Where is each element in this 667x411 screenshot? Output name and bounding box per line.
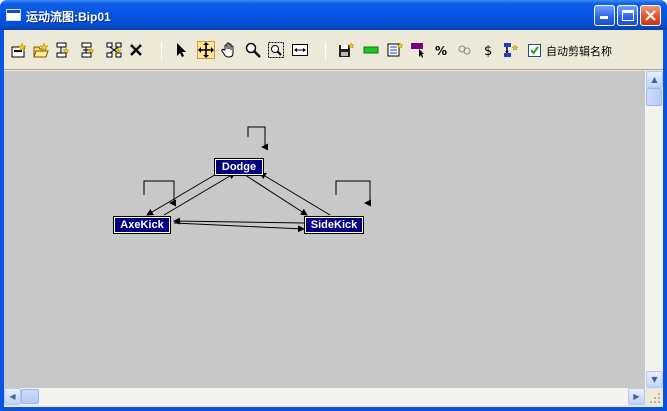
random-icon[interactable] [456, 41, 474, 59]
checkmark-icon [530, 46, 539, 55]
new-transition-icon[interactable] [10, 41, 28, 59]
axekick-self-loop [143, 180, 176, 207]
load-script-icon[interactable] [386, 41, 404, 59]
tree-align-icon[interactable] [54, 41, 72, 59]
sidekick-to-axekick [173, 217, 305, 225]
move-icon[interactable] [197, 41, 215, 59]
zoom-region-icon[interactable] [267, 41, 285, 59]
close-button[interactable] [640, 5, 661, 26]
dodge-to-axekick [146, 172, 219, 216]
toolbar: % $ 自动剪辑名称 [4, 30, 663, 70]
close-icon [645, 10, 656, 21]
axekick-to-sidekick [173, 222, 305, 233]
open-file-icon[interactable] [32, 41, 50, 59]
node-sidekick[interactable]: SideKick [304, 216, 364, 234]
dodge-self-loop [247, 126, 268, 151]
toolbar-separator [325, 42, 326, 60]
percent-icon[interactable]: % [432, 41, 450, 59]
scroll-right-button[interactable]: ▶ [628, 388, 645, 405]
horizontal-scrollbar[interactable]: ◀ ▶ [4, 388, 645, 405]
node-dodge[interactable]: Dodge [214, 158, 264, 176]
toolbar-separator [161, 42, 162, 60]
save-script-icon[interactable] [337, 41, 355, 59]
vertical-scrollbar[interactable]: ▲ ▼ [645, 71, 663, 388]
window-title: 运动流图:Bip01 [26, 10, 111, 24]
auto-clip-names-label: 自动剪辑名称 [546, 45, 612, 58]
resize-grip[interactable] [645, 388, 663, 405]
pan-hand-icon[interactable] [220, 41, 238, 59]
scroll-up-button[interactable]: ▲ [646, 71, 663, 88]
window-icon [6, 9, 21, 21]
client-area: % $ 自动剪辑名称 [4, 30, 663, 407]
minimize-button[interactable] [594, 5, 615, 26]
scroll-down-button[interactable]: ▼ [646, 371, 663, 388]
select-clip-icon[interactable] [409, 41, 427, 59]
green-clip-icon[interactable] [362, 41, 380, 59]
script-transition-icon[interactable] [502, 41, 520, 59]
delete-icon[interactable] [127, 41, 145, 59]
zoom-icon[interactable] [244, 41, 262, 59]
node-axekick[interactable]: AxeKick [113, 216, 171, 234]
tree-align-2-icon[interactable] [78, 41, 96, 59]
select-arrow-icon[interactable] [172, 41, 190, 59]
maximize-button[interactable] [617, 5, 638, 26]
svg-text:$: $ [484, 44, 492, 58]
resize-grip-icon [650, 393, 660, 403]
scroll-left-button[interactable]: ◀ [4, 388, 21, 405]
axekick-to-dodge [163, 172, 236, 216]
transition-arrows [143, 126, 371, 233]
sidekick-self-loop [335, 180, 371, 207]
tree-expand-icon[interactable] [105, 41, 123, 59]
title-bar[interactable]: 运动流图:Bip01 [0, 0, 667, 30]
vertical-scroll-thumb[interactable] [646, 88, 662, 106]
auto-clip-names-checkbox[interactable] [528, 44, 541, 57]
zoom-extents-icon[interactable] [291, 41, 309, 59]
dodge-to-sidekick [241, 172, 308, 216]
sidekick-to-dodge [259, 172, 331, 216]
horizontal-scroll-thumb[interactable] [21, 389, 39, 404]
dollar-icon[interactable]: $ [480, 41, 498, 59]
svg-text:%: % [435, 44, 447, 58]
motion-flow-graph-canvas[interactable]: Dodge AxeKick SideKick [4, 71, 645, 388]
